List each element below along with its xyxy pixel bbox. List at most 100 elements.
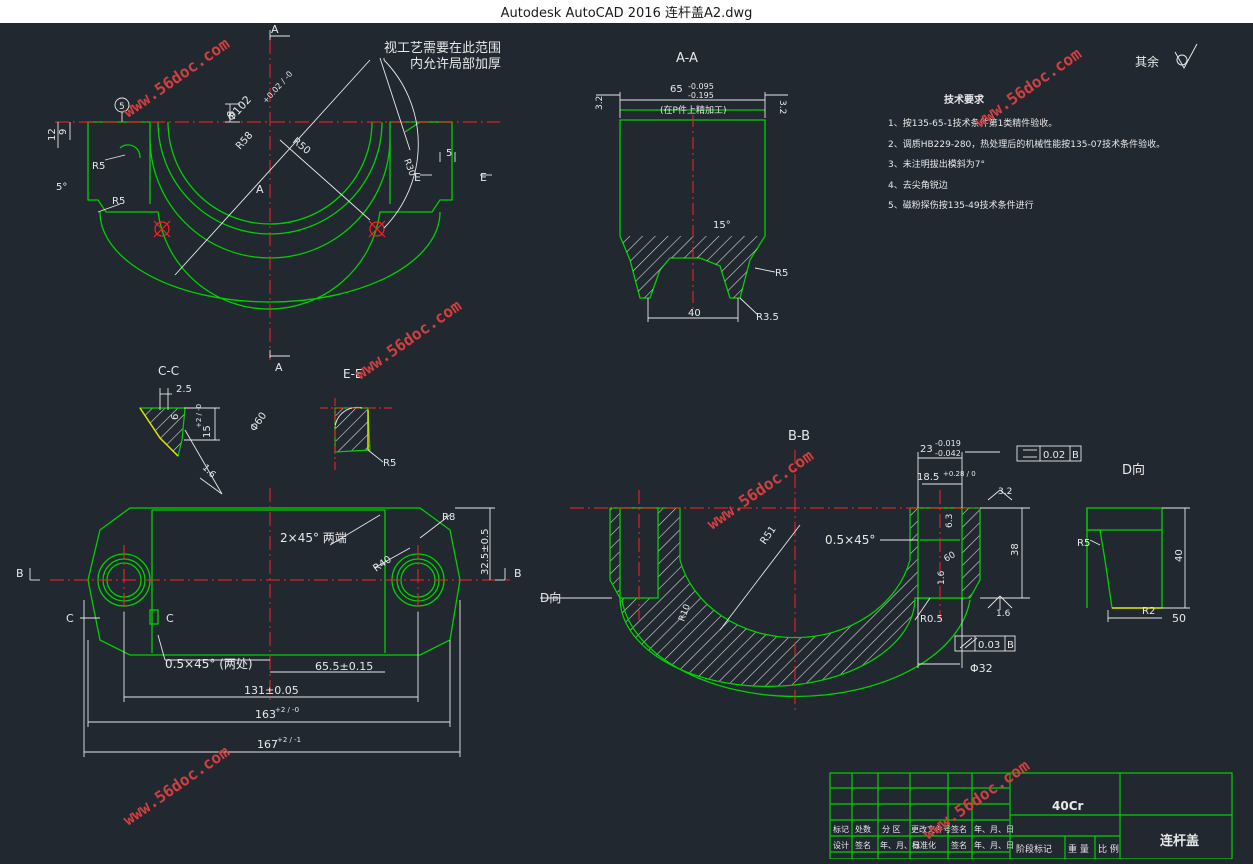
dim-chamfer-two: 2×45° 两端	[280, 531, 347, 545]
dim-32-5: 32.5±0.5	[480, 528, 491, 575]
tol-167: +2 / -1	[277, 736, 301, 744]
view-ee-title: E-E	[343, 367, 363, 381]
dim-5: 5	[446, 148, 452, 159]
tb-stage-mark: 阶段标记	[1016, 843, 1052, 855]
tb-r2-c5: 签名	[951, 840, 967, 850]
tb-r2-c2: 签名	[855, 840, 871, 850]
view-bb-title: B-B	[788, 429, 810, 444]
dim-12: 12	[47, 128, 58, 141]
main-centerlines	[55, 40, 500, 360]
dim-r35: R3.5	[756, 312, 779, 323]
window-title: Autodesk AutoCAD 2016 连杆盖A2.dwg	[500, 6, 753, 21]
dim-9: 9	[58, 129, 69, 135]
view-d	[1086, 507, 1163, 609]
dim-38: 38	[1010, 543, 1021, 556]
drawing-svg[interactable]: 5 A A A 视工艺需要在此范围 内允许局部加厚 Φ102 +0.02 / -…	[0, 23, 1253, 860]
dim-65-5: 65.5±0.15	[315, 660, 373, 673]
view-d-title: D向	[1122, 462, 1145, 478]
dim-r40: R40	[371, 554, 393, 574]
tb-weight: 重 量	[1068, 843, 1089, 855]
rough-bb-top: 3.2	[998, 487, 1012, 497]
tol-23a: -0.019	[935, 439, 961, 448]
dim-65: 65	[670, 84, 683, 95]
top-view	[87, 507, 461, 656]
d-direction-arrow-label: D向	[540, 590, 561, 605]
tol-23b: -0.042	[935, 449, 961, 458]
section-e-left: E	[414, 171, 421, 184]
dim-r5-a: R5	[92, 161, 105, 172]
section-a-bottom: A	[275, 361, 283, 374]
tb-r1-c1: 标记	[833, 824, 849, 834]
dim-1-6: 1.6	[200, 463, 217, 480]
dim-8: 8	[226, 111, 237, 117]
section-c-left: C	[66, 612, 74, 625]
dim-r51: R51	[758, 524, 778, 546]
dim-2-5: 2.5	[176, 384, 192, 395]
section-b-left: B	[16, 567, 24, 580]
rough-aa-left: 3.2	[595, 96, 605, 110]
watermark-2: www.56doc.com	[351, 296, 465, 384]
dim-r2: R2	[1142, 606, 1155, 617]
tb-r1-c2: 处数	[855, 824, 871, 834]
tb-r2-c3: 年、月、日	[880, 840, 920, 850]
rough-aa-right: 3.2	[777, 100, 787, 114]
tol-box-0-02: 0.02	[1043, 450, 1065, 461]
dim-6: 6	[170, 414, 181, 420]
tol-15: +2 / -0	[195, 404, 203, 428]
dim-40-aa: 40	[688, 308, 701, 319]
dim-r50: R50	[290, 136, 312, 157]
tech-item-5: 5、磁粉探伤按135-49技术条件进行	[888, 199, 1034, 211]
tech-item-1: 1、按135-65-1技术条件第1类精件验收。	[888, 117, 1057, 129]
dim-r5-aa: R5	[775, 268, 788, 279]
aa-hatch	[620, 236, 765, 298]
watermark-1: www.56doc.com	[119, 34, 233, 122]
note-line1: 视工艺需要在此范围	[384, 41, 501, 56]
tb-r1-c4: 更改文件号	[911, 824, 951, 834]
datum-circle-label: 5	[119, 102, 125, 112]
dim-5deg: 5°	[56, 182, 67, 193]
tol-65b: -0.195	[688, 91, 714, 100]
watermark-5: www.56doc.com	[119, 742, 233, 830]
dim-15deg: 15°	[713, 220, 731, 231]
window-titlebar: Autodesk AutoCAD 2016 连杆盖A2.dwg	[0, 0, 1253, 23]
tb-r2-c6: 年、月、日	[974, 840, 1014, 850]
dim-chamfer-small: 0.5×45° (两处)	[165, 657, 253, 671]
dim-40-d: 40	[1174, 549, 1185, 562]
main-bolt-marks	[153, 220, 386, 238]
drawing-canvas[interactable]: 5 A A A 视工艺需要在此范围 内允许局部加厚 Φ102 +0.02 / -…	[0, 23, 1253, 860]
tol-65a: -0.095	[688, 82, 714, 91]
datum-circle	[114, 97, 130, 113]
dim-r0-5: R0.5	[920, 614, 943, 625]
view-cc-title: C-C	[158, 364, 179, 378]
tech-item-4: 4、去尖角锐边	[888, 179, 948, 191]
dim-18-5: 18.5	[917, 472, 939, 483]
section-e-right: E	[480, 171, 487, 184]
note-line2: 内允许局部加厚	[410, 56, 501, 72]
tech-item-3: 3、未注明拔出模斜为7°	[888, 158, 985, 170]
dim-r5-d: R5	[1077, 538, 1090, 549]
main-dims	[57, 30, 492, 358]
tech-item-2: 2、调质HB229-280，热处理后的机械性能按135-07技术条件验收。	[888, 138, 1165, 150]
dim-r5-b: R5	[112, 196, 125, 207]
dim-131: 131±0.05	[244, 684, 299, 697]
dim-15: 15	[202, 425, 213, 438]
roughness-symbol	[1174, 43, 1198, 70]
dim-dia102: Φ102	[225, 93, 255, 124]
tb-r1-c3: 分 区	[882, 825, 901, 834]
title-block	[829, 772, 1233, 860]
dim-50: 50	[1172, 612, 1186, 625]
cond-65: (在P件上精加工)	[660, 104, 726, 116]
tb-r1-c6: 年、月、日	[974, 824, 1014, 834]
tol-box-datum-2: B	[1007, 640, 1014, 651]
tb-r2-c4: 标准化	[912, 840, 936, 850]
view-aa-title: A-A	[676, 51, 698, 66]
rough-bb-bottom: 1.6	[996, 609, 1011, 619]
tech-title: 技术要求	[944, 93, 985, 106]
tol-163: +2 / -0	[275, 706, 299, 714]
dim-r5-ee: R5	[383, 458, 396, 469]
tb-scale: 比 例	[1098, 843, 1119, 855]
tol-box-0-03: 0.03	[978, 640, 1000, 651]
tol-dia102: +0.02 / -0	[261, 69, 295, 105]
dim-chamfer-bb: 0.5×45°	[825, 533, 875, 547]
section-a-mid: A	[256, 183, 264, 196]
